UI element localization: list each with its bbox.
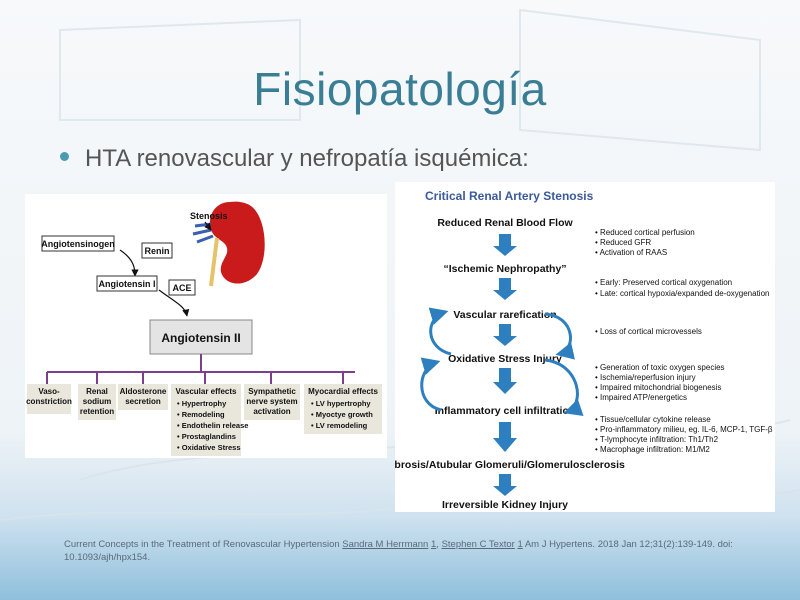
svg-text:• Myoctye growth: • Myoctye growth xyxy=(311,410,373,419)
svg-text:• LV hypertrophy: • LV hypertrophy xyxy=(311,399,371,408)
svg-text:• Oxidative Stress: • Oxidative Stress xyxy=(177,443,241,452)
renin-label: Renin xyxy=(144,246,169,256)
slide-title: Fisiopatología xyxy=(253,63,547,115)
note-group-4: • Generation of toxic oxygen species • I… xyxy=(595,363,725,402)
author-link-textor[interactable]: Stephen C Textor xyxy=(441,539,515,550)
svg-text:• Prostaglandins: • Prostaglandins xyxy=(177,432,236,441)
note-group-3: • Loss of cortical microvessels xyxy=(595,327,702,336)
angiotensinogen-label: Angiotensinogen xyxy=(41,239,115,249)
down-arrow-icon xyxy=(493,474,517,496)
svg-text:retention: retention xyxy=(80,407,114,416)
svg-text:• Ischemia/reperfusion injury: • Ischemia/reperfusion injury xyxy=(595,373,696,382)
note-group-2: • Early: Preserved cortical oxygenation … xyxy=(595,278,769,298)
svg-text:• Endothelin release: • Endothelin release xyxy=(177,421,248,430)
svg-text:Aldosterone: Aldosterone xyxy=(120,387,167,396)
svg-text:nerve system: nerve system xyxy=(246,397,297,406)
svg-text:activation: activation xyxy=(253,407,290,416)
svg-text:Sympathetic: Sympathetic xyxy=(248,387,296,396)
effect-myocardial: Myocardial effects • LV hypertrophy • My… xyxy=(304,384,382,434)
effect-renal-sodium: Renal sodium retention xyxy=(78,384,116,420)
down-arrow-icon xyxy=(493,234,517,256)
svg-text:secretion: secretion xyxy=(125,397,161,406)
down-arrow-icon xyxy=(493,278,517,300)
effect-vascular: Vascular effects • Hypertrophy • Remodel… xyxy=(171,384,248,456)
flow-title: Critical Renal Artery Stenosis xyxy=(425,189,594,203)
effect-vasoconstriction: Vaso- constriction xyxy=(26,384,72,414)
kidney-icon xyxy=(192,201,265,287)
ace-label: ACE xyxy=(172,283,191,293)
bullet-dot-icon xyxy=(60,152,69,162)
svg-text:• Early: Preserved cortical ox: • Early: Preserved cortical oxygenation xyxy=(595,278,732,287)
step-ischemic-nephropathy: “Ischemic Nephropathy” xyxy=(443,263,566,275)
svg-text:• Tissue/cellular cytokine rel: • Tissue/cellular cytokine release xyxy=(595,415,711,424)
svg-text:• LV remodeling: • LV remodeling xyxy=(311,421,368,430)
note-group-1: • Reduced cortical perfusion • Reduced G… xyxy=(595,228,695,257)
step-inflammatory: Inflammatory cell infiltration xyxy=(435,405,576,417)
svg-text:sodium: sodium xyxy=(83,397,111,406)
note-group-5: • Tissue/cellular cytokine release • Pro… xyxy=(595,415,773,454)
angiotensin2-label: Angiotensin II xyxy=(161,331,240,345)
svg-text:• Remodeling: • Remodeling xyxy=(177,410,225,419)
bullet-text: HTA renovascular y nefropatía isquémica: xyxy=(85,145,529,172)
down-arrows xyxy=(493,234,517,496)
svg-text:• T-lymphocyte infiltration: T: • T-lymphocyte infiltration: Th1/Th2 xyxy=(595,435,719,444)
svg-text:Vaso-: Vaso- xyxy=(38,387,60,396)
svg-text:Myocardial effects: Myocardial effects xyxy=(308,387,378,396)
raas-diagram-svg: Stenosis Renin Angiotensinogen Angiotens… xyxy=(26,201,382,456)
svg-text:Renal: Renal xyxy=(86,387,108,396)
ref-link-1[interactable]: 1 xyxy=(430,539,437,550)
down-arrow-icon xyxy=(493,368,517,394)
svg-text:• Hypertrophy: • Hypertrophy xyxy=(177,399,227,408)
stenosis-label: Stenosis xyxy=(190,211,228,221)
stenosis-flow-svg: Critical Renal Artery Stenosis Reduced R… xyxy=(385,189,773,511)
svg-text:Vascular effects: Vascular effects xyxy=(176,387,237,396)
svg-text:• Impaired ATP/energetics: • Impaired ATP/energetics xyxy=(595,393,687,402)
step-irreversible: Irreversible Kidney Injury xyxy=(442,499,568,511)
author-link-herrmann[interactable]: Sandra M Herrmann xyxy=(342,539,429,550)
down-arrow-icon xyxy=(493,422,517,452)
step-reduced-flow: Reduced Renal Blood Flow xyxy=(437,217,573,229)
ref-link-2[interactable]: 1 xyxy=(517,539,523,550)
raas-diagram: Stenosis Renin Angiotensinogen Angiotens… xyxy=(25,194,387,458)
svg-text:• Reduced cortical perfusion: • Reduced cortical perfusion xyxy=(595,228,695,237)
bullet-item: HTA renovascular y nefropatía isquémica: xyxy=(60,145,529,173)
feedback-arrows xyxy=(420,307,584,416)
citation: Current Concepts in the Treatment of Ren… xyxy=(64,539,733,563)
down-arrow-icon xyxy=(493,324,517,346)
svg-text:• Loss of cortical microvessel: • Loss of cortical microvessels xyxy=(595,327,702,336)
svg-text:• Impaired mitochondrial bioge: • Impaired mitochondrial biogenesis xyxy=(595,383,721,392)
step-vascular-rarefication: Vascular rarefication xyxy=(453,309,556,321)
step-oxidative-stress: Oxidative Stress Injury xyxy=(448,353,562,365)
svg-text:• Late: cortical hypoxia/expan: • Late: cortical hypoxia/expanded de-oxy… xyxy=(595,289,769,298)
svg-text:• Reduced GFR: • Reduced GFR xyxy=(595,238,651,247)
effect-aldosterone: Aldosterone secretion xyxy=(118,384,168,410)
svg-text:• Activation of RAAS: • Activation of RAAS xyxy=(595,248,667,257)
angiotensin1-label: Angiotensin I xyxy=(99,279,156,289)
step-fibrosis: Fibrosis/Atubular Glomeruli/Glomeruloscl… xyxy=(395,459,625,471)
effect-sympathetic: Sympathetic nerve system activation xyxy=(244,384,300,420)
svg-text:• Pro-inflammatory milieu, eg.: • Pro-inflammatory milieu, eg. IL-6, MCP… xyxy=(595,425,773,434)
svg-text:constriction: constriction xyxy=(26,397,72,406)
svg-text:• Generation of toxic oxygen s: • Generation of toxic oxygen species xyxy=(595,363,725,372)
svg-text:• Macrophage infiltration: M1/: • Macrophage infiltration: M1/M2 xyxy=(595,445,710,454)
stenosis-flow-diagram: Critical Renal Artery Stenosis Reduced R… xyxy=(385,182,775,512)
